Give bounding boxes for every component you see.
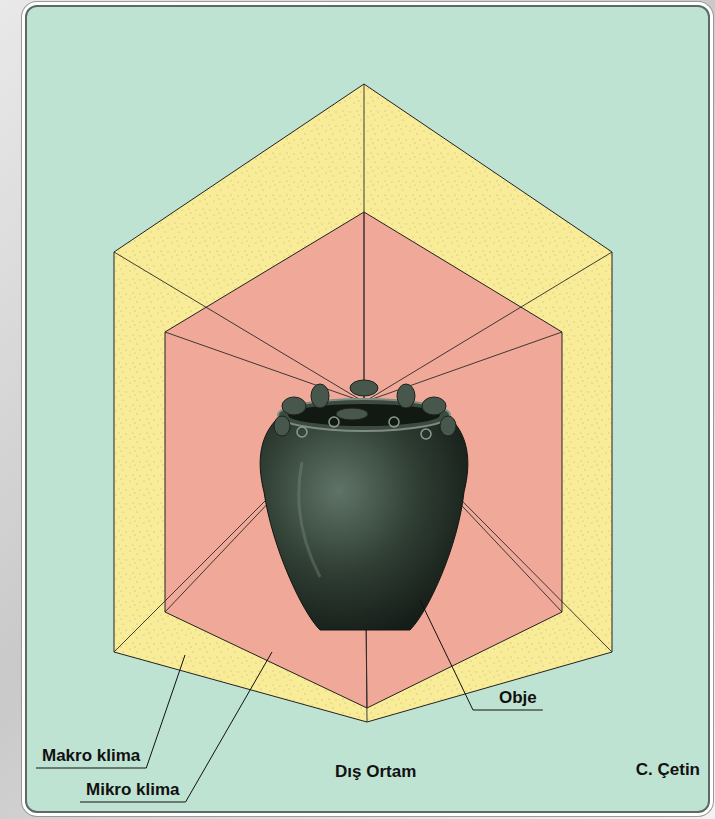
lion-figure [397,384,415,408]
lion-figure [282,397,306,415]
shape-outline [257,380,471,636]
outer-environment-panel: Dış OrtamMakro klimaMikro klimaObje [25,5,710,813]
cube-edge-line [364,252,612,402]
leader-line [36,655,185,768]
shape-group [260,380,468,630]
author-credit: C. Çetin [636,760,700,780]
leader-line [420,600,543,710]
lion-figure [440,416,456,436]
macro-climate-cube: Makro klimaMikro klimaObje [114,84,612,722]
lion-figure [350,380,378,396]
cube-edge-line [165,332,364,402]
lion-figure [422,397,446,415]
vase-opening [288,404,440,426]
cube-edge-line [114,252,364,402]
object-vessel: Obje [257,380,471,636]
region-label: Dış Ortam [335,762,416,782]
bronze-ring [389,417,399,427]
region-label: Makro klima [42,746,140,766]
macro-climate-hexagon [114,84,612,722]
cube-edge-line [364,84,365,402]
bronze-ring [421,429,431,439]
cube-edge-line [364,212,365,402]
leader-line [80,652,272,802]
bronze-ring [329,417,339,427]
region-label: Mikro klima [86,780,180,800]
bronze-ring [297,427,307,437]
micro-climate-hexagon [165,212,562,708]
lion-figure [311,384,329,408]
shape-group [114,84,612,722]
shape-group [114,84,612,722]
vase-body [260,416,468,630]
lion-figure [336,408,368,420]
vase-highlight [299,462,320,577]
lion-figure [274,416,290,436]
region-label: Obje [499,688,537,708]
cube-edge-line [364,332,562,402]
micro-climate-cube: Mikro klimaObje [165,212,562,708]
